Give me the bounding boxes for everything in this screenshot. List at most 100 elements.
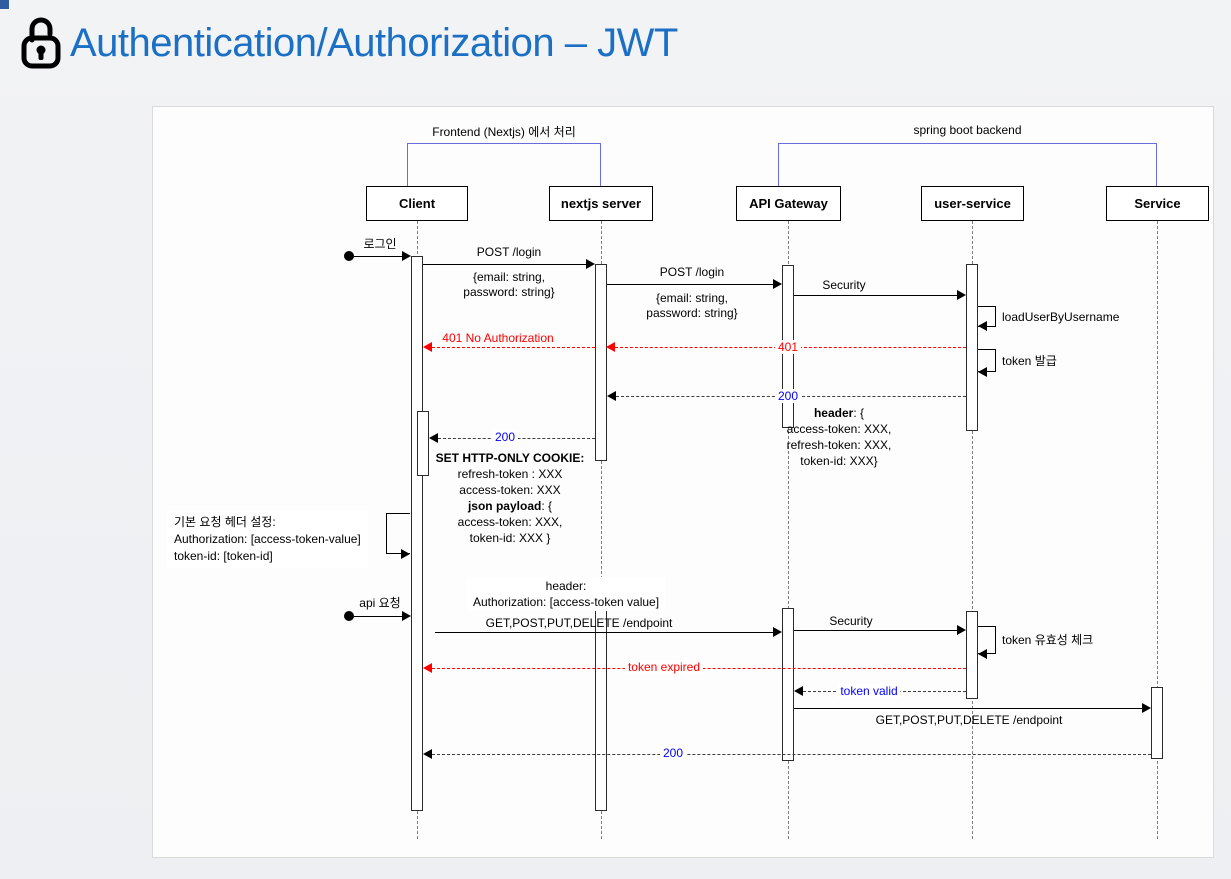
lifeline-service (1157, 221, 1158, 839)
message-label-token-expired: token expired (624, 660, 704, 674)
message-line-post-login-2 (607, 284, 773, 285)
message-line-security-2 (794, 630, 957, 631)
arrowhead-issue-token (978, 367, 987, 377)
sequence-diagram: Frontend (Nextjs) 에서 처리 spring boot back… (152, 106, 1214, 858)
arrowhead-post-login-1 (586, 259, 595, 269)
title-row: Authentication/Authorization – JWT (20, 16, 678, 70)
message-body-post-login-2: {email: string, password: string} (646, 291, 737, 321)
activation-service (1151, 687, 1163, 759)
arrowhead-200-final (423, 749, 432, 759)
selfcall-loop-issue-token (978, 349, 996, 372)
message-label-200-final: 200 (659, 746, 687, 760)
group-bracket-frontend (407, 143, 601, 186)
arrowhead-load-user (978, 321, 987, 331)
activation-user-service-2 (966, 611, 978, 699)
arrowhead-login (402, 251, 411, 261)
body-line: {email: string, (472, 270, 546, 284)
message-label-200-client: 200 (491, 430, 519, 444)
arrowhead-endpoint-1 (773, 627, 782, 637)
lifeline-nextjs-server (601, 221, 602, 839)
message-label-api-request: api 요청 (359, 596, 401, 610)
message-body-post-login-1: {email: string, password: string} (463, 270, 554, 300)
message-line-200-final (432, 754, 1151, 755)
message-label-token-valid: token valid (837, 684, 901, 698)
arrowhead-token-check (978, 649, 987, 659)
cookie-line1: SET HTTP-ONLY COOKIE: (435, 451, 585, 465)
message-label-post-login-2: POST /login (659, 265, 725, 279)
header-block-line4: token-id: XXX} (800, 454, 878, 468)
message-label-endpoint-2: GET,POST,PUT,DELETE /endpoint (875, 713, 1063, 727)
body-line: password: string} (646, 306, 738, 320)
header-block-line1: header: { (787, 405, 892, 421)
selfcall-loop-token-check (978, 626, 996, 654)
found-message-dot-login (344, 251, 354, 261)
activation-gateway-2 (782, 608, 794, 761)
lifeline-api-gateway (788, 221, 789, 839)
default-header-line2: Authorization: [access-token-value] (174, 532, 361, 546)
message-label-load-user: loadUserByUsername (1002, 310, 1120, 324)
default-headers-note: 기본 요청 헤더 설정: Authorization: [access-toke… (167, 511, 368, 568)
lifeline-user-service (972, 221, 973, 839)
message-label-200-backend: 200 (774, 389, 802, 403)
message-label-token-check: token 유효성 체크 (1002, 633, 1094, 647)
message-label-security-2: Security (829, 614, 873, 628)
participant-service: Service (1106, 186, 1209, 221)
request-header-note: header: Authorization: [access-token val… (466, 577, 666, 611)
response-header-block: header: { access-token: XXX, refresh-tok… (787, 405, 892, 469)
message-line-api-request (354, 616, 402, 617)
header-bold: header (813, 406, 854, 420)
arrowhead-401-no-auth (423, 342, 432, 352)
cookie-line3: access-token: XXX (459, 483, 561, 497)
page-title: Authentication/Authorization – JWT (70, 20, 678, 65)
arrowhead-api-request (402, 611, 411, 621)
participant-nextjs-server: nextjs server (549, 186, 653, 221)
cookie-line4-bold: json payload (467, 499, 542, 513)
message-label-issue-token: token 발급 (1002, 354, 1057, 368)
message-label-401-no-auth: 401 No Authorization (442, 331, 554, 345)
message-line-401-no-auth (432, 347, 595, 348)
cookie-line6: token-id: XXX } (469, 531, 551, 545)
participant-api-gateway: API Gateway (736, 186, 841, 221)
activation-user-service-1 (966, 264, 978, 431)
body-line: password: string} (463, 285, 555, 299)
message-label-login: 로그인 (363, 237, 397, 251)
participant-user-service: user-service (921, 186, 1024, 221)
default-header-line3: token-id: [token-id] (174, 549, 273, 563)
message-line-endpoint-1 (435, 632, 773, 633)
header-block-line3: refresh-token: XXX, (786, 438, 892, 452)
activation-client-nested (417, 411, 429, 476)
group-label-backend: spring boot backend (913, 123, 1022, 137)
header-block-line2: access-token: XXX, (786, 422, 892, 436)
arrowhead-200-backend (607, 391, 616, 401)
activation-nextjs-1 (595, 264, 607, 461)
lock-icon (20, 16, 62, 70)
set-cookie-block: SET HTTP-ONLY COOKIE: refresh-token : XX… (436, 450, 585, 546)
cookie-line4-rest: : { (541, 499, 553, 513)
arrowhead-401 (606, 342, 615, 352)
selfcall-loop-load-user (978, 306, 996, 327)
found-message-dot-api (344, 611, 354, 621)
message-label-post-login-1: POST /login (476, 245, 542, 259)
cookie-line5: access-token: XXX, (457, 515, 563, 529)
message-label-security-1: Security (822, 278, 866, 292)
request-header-line1: header: (545, 579, 587, 593)
message-label-endpoint-1: GET,POST,PUT,DELETE /endpoint (485, 616, 673, 630)
message-label-401: 401 (774, 340, 802, 354)
participant-client: Client (366, 186, 468, 221)
cookie-line2: refresh-token : XXX (457, 467, 563, 481)
default-header-line1: 기본 요청 헤더 설정: (174, 515, 276, 529)
message-line-login (354, 256, 402, 257)
message-line-security-1 (794, 295, 957, 296)
arrowhead-security-2 (957, 625, 966, 635)
request-header-line2: Authorization: [access-token value] (472, 595, 660, 609)
header-rest: : { (853, 406, 865, 420)
selfcall-loop-default-headers (386, 513, 410, 554)
arrowhead-token-valid (794, 686, 803, 696)
arrowhead-token-expired (423, 663, 432, 673)
arrowhead-endpoint-2 (1142, 703, 1151, 713)
arrowhead-post-login-2 (773, 279, 782, 289)
body-line: {email: string, (655, 291, 729, 305)
arrowhead-security-1 (957, 290, 966, 300)
message-line-post-login-1 (423, 264, 586, 265)
